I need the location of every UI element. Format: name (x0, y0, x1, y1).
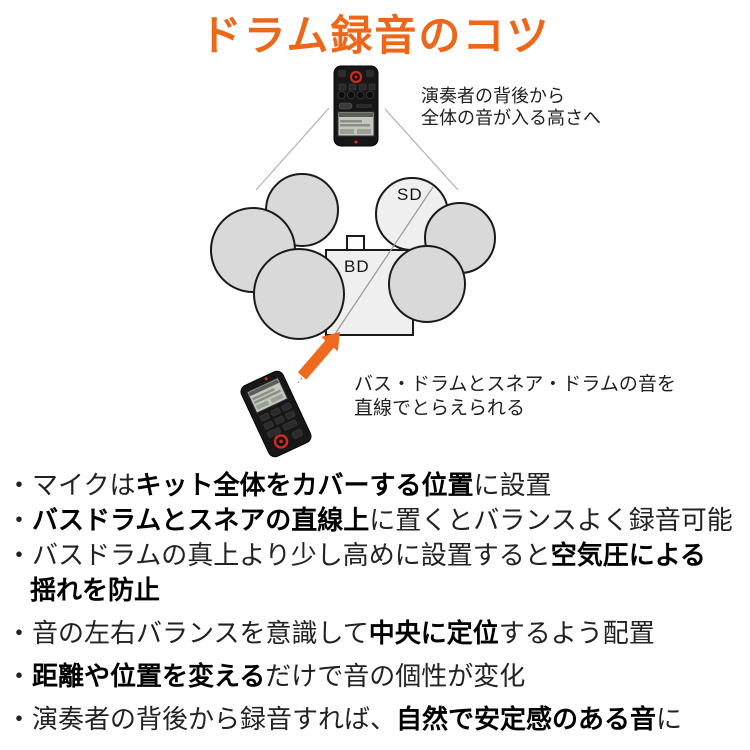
tip-item-6: ・演奏者の背後から録音すれば、自然で安定感のある音に (6, 704, 683, 734)
bottom-recorder-note: バス・ドラムとスネア・ドラムの音を 直線でとらえられる (354, 373, 676, 421)
tip-item-2: ・バスドラムとスネアの直線上に置くとバランスよく録音可能 (6, 505, 733, 535)
tip-item-5: ・距離や位置を変えるだけで音の個性が変化 (6, 661, 526, 691)
coverage-line-left (255, 107, 330, 191)
bass-drum-label: BD (344, 257, 370, 276)
recorder-bottom (240, 370, 312, 458)
snare-label: SD (397, 185, 423, 204)
bottom-recorder-note-line2: 直線でとらえられる (354, 398, 526, 419)
bass-drum-pedal (346, 235, 365, 251)
floor-tom-left (253, 248, 345, 340)
tip-item-3: ・バスドラムの真上より少し高めに設置すると空気圧による揺れを防止 (6, 540, 706, 605)
top-recorder-note-line1: 演奏者の背後から (421, 86, 565, 106)
bottom-recorder-note-line1: バス・ドラムとスネア・ドラムの音を (354, 374, 676, 395)
coverage-line-right (384, 108, 459, 191)
top-recorder-note: 演奏者の背後から 全体の音が入る高さへ (421, 85, 601, 129)
page-title: ドラム録音のコツ (199, 12, 551, 59)
drum-diagram (210, 65, 496, 458)
direction-arrow (297, 332, 340, 380)
floor-tom-right (388, 245, 466, 323)
top-recorder-note-line2: 全体の音が入る高さへ (421, 108, 601, 128)
recorder-top (333, 65, 379, 147)
tip-item-1: ・マイクはキット全体をカバーする位置に設置 (6, 470, 552, 500)
tip-item-4: ・音の左右バランスを意識して中央に定位するよう配置 (6, 618, 655, 648)
tips-list: ・マイクはキット全体をカバーする位置に設置 ・バスドラムとスネアの直線上に置くと… (6, 468, 748, 737)
sightline (334, 186, 434, 335)
